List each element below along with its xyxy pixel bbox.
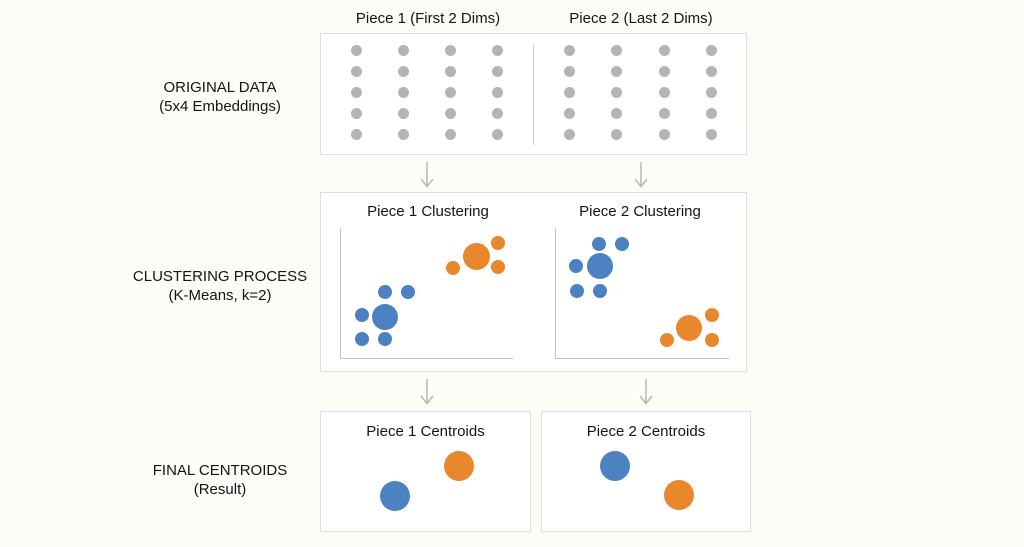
piece1-centroids-box [320,411,531,532]
piece2-clustering-title: Piece 2 Clustering [579,203,701,220]
piece2-centroids-title: Piece 2 Centroids [586,423,706,440]
piece2-plot-axes [555,228,729,359]
down-arrow-icon [420,162,434,188]
piece1-centroids-title: Piece 1 Centroids [366,423,485,440]
clustering-process-box [320,192,747,372]
piece1-clustering-title: Piece 1 Clustering [367,203,489,220]
piece2-centroids-box [541,411,751,532]
piece2-dims-header: Piece 2 (Last 2 Dims) [569,10,713,27]
row-label-line2: (K-Means, k=2) [168,287,272,304]
row-label-line1: FINAL CENTROIDS [152,462,288,479]
row-label-final-centroids: FINAL CENTROIDS (Result) [100,461,340,499]
down-arrow-icon [639,379,653,405]
down-arrow-icon [634,162,648,188]
piece1-plot-axes [340,228,513,359]
row-label-line1: CLUSTERING PROCESS [132,268,308,285]
row-label-clustering-process: CLUSTERING PROCESS (K-Means, k=2) [100,267,340,305]
down-arrow-icon [420,379,434,405]
row-label-line2: (5x4 Embeddings) [159,98,281,115]
original-data-divider [533,45,534,145]
row-label-original-data: ORIGINAL DATA (5x4 Embeddings) [100,78,340,116]
piece1-dims-header: Piece 1 (First 2 Dims) [355,10,501,27]
row-label-line1: ORIGINAL DATA [163,79,277,96]
row-label-line2: (Result) [193,481,247,498]
